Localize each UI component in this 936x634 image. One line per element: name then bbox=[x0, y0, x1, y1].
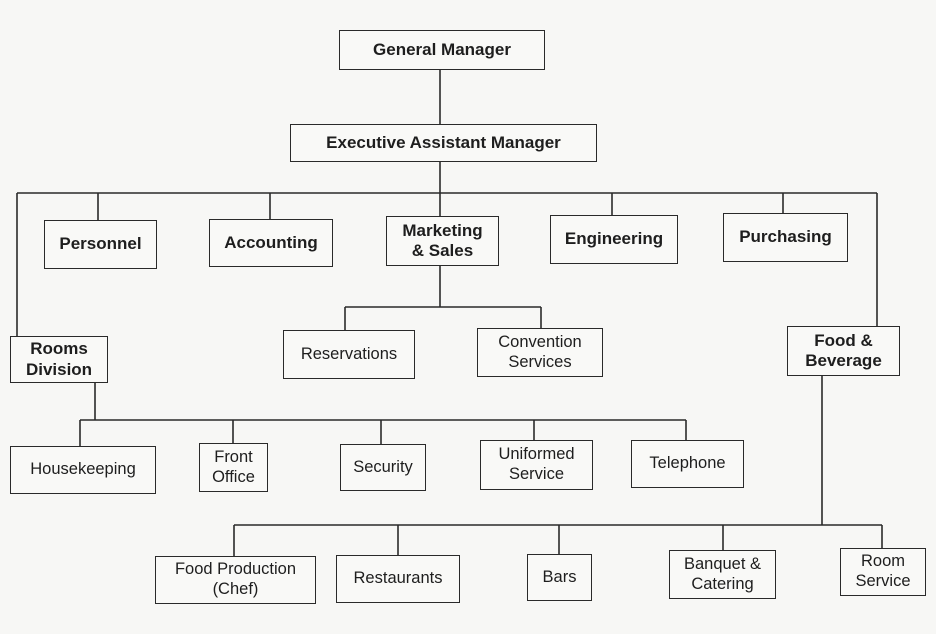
box-label: Food & Beverage bbox=[805, 330, 882, 370]
box-label: Restaurants bbox=[353, 569, 443, 588]
restaurants-box: Restaurants bbox=[336, 555, 460, 603]
box-label: Security bbox=[353, 457, 413, 476]
banquet-catering-box: Banquet & Catering bbox=[669, 550, 776, 599]
executive-assistant-manager-box: Executive Assistant Manager bbox=[290, 124, 597, 162]
box-label: Convention Services bbox=[498, 332, 582, 371]
bars-box: Bars bbox=[527, 554, 592, 601]
box-label: Executive Assistant Manager bbox=[326, 132, 561, 152]
reservations-box: Reservations bbox=[283, 330, 415, 379]
box-label: Reservations bbox=[300, 344, 398, 363]
box-label: Accounting bbox=[224, 232, 318, 252]
rooms-division-box: Rooms Division bbox=[10, 336, 108, 383]
box-label: Front Office bbox=[212, 447, 255, 486]
box-label: Rooms Division bbox=[25, 339, 93, 379]
general-manager-box: General Manager bbox=[339, 30, 545, 70]
box-label: Engineering bbox=[564, 229, 664, 249]
marketing-sales-box: Marketing & Sales bbox=[386, 216, 499, 266]
purchasing-box: Purchasing bbox=[723, 213, 848, 262]
box-label: Room Service bbox=[855, 552, 911, 590]
box-label: Personnel bbox=[59, 234, 142, 254]
box-label: Marketing & Sales bbox=[402, 220, 483, 260]
accounting-box: Accounting bbox=[209, 219, 333, 267]
box-label: Purchasing bbox=[739, 227, 832, 247]
front-office-box: Front Office bbox=[199, 443, 268, 492]
personnel-box: Personnel bbox=[44, 220, 157, 269]
telephone-box: Telephone bbox=[631, 440, 744, 488]
room-service-box: Room Service bbox=[840, 548, 926, 596]
food-production-box: Food Production (Chef) bbox=[155, 556, 316, 604]
box-label: Food Production (Chef) bbox=[174, 560, 297, 598]
food-beverage-box: Food & Beverage bbox=[787, 326, 900, 376]
uniformed-service-box: Uniformed Service bbox=[480, 440, 593, 490]
box-label: Telephone bbox=[649, 454, 726, 473]
box-label: Housekeeping bbox=[30, 460, 136, 479]
box-label: Banquet & Catering bbox=[683, 554, 762, 593]
convention-services-box: Convention Services bbox=[477, 328, 603, 377]
box-label: Uniformed Service bbox=[498, 445, 575, 483]
box-label: Bars bbox=[542, 567, 577, 586]
housekeeping-box: Housekeeping bbox=[10, 446, 156, 494]
security-box: Security bbox=[340, 444, 426, 491]
engineering-box: Engineering bbox=[550, 215, 678, 264]
box-label: General Manager bbox=[373, 39, 511, 59]
